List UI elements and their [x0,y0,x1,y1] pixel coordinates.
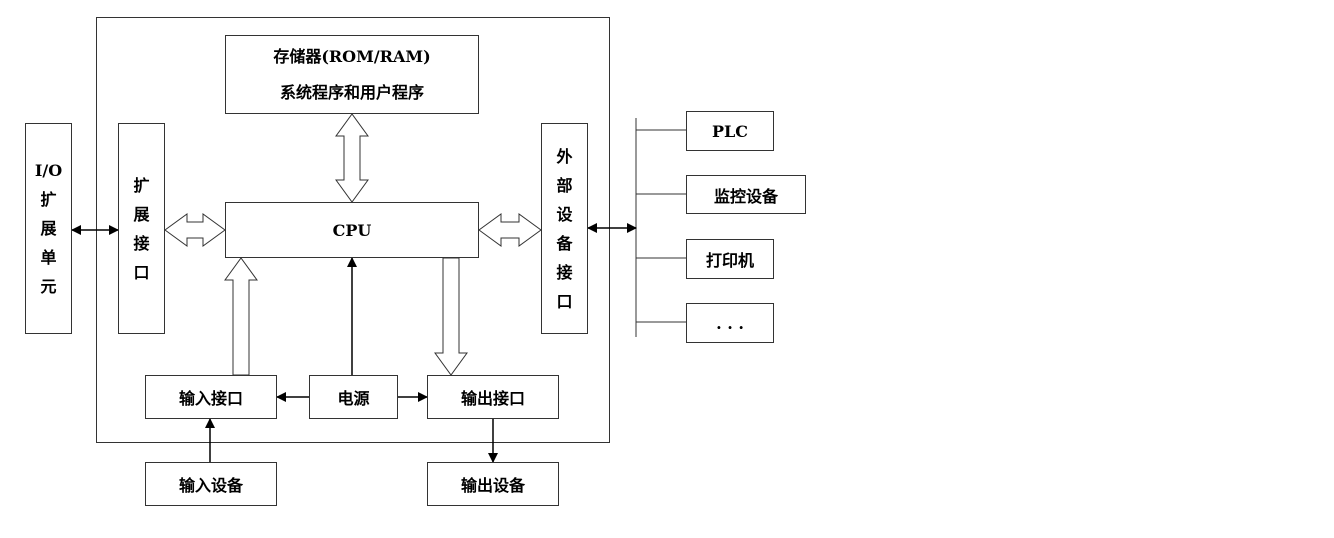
expansion-interface: 扩 展 接 口 [118,123,165,334]
peripheral-monitor: 监控设备 [686,175,806,214]
output-device-box: 输出设备 [427,462,559,506]
peripheral-text: 备 [556,233,573,253]
input-interface-label: 输入接口 [178,389,243,408]
io-unit-text: 展 [40,219,57,238]
peripheral-plc: PLC [686,111,774,151]
peripheral-text: 口 [556,291,573,311]
input-device-label: 输入设备 [178,476,243,495]
cpu-box: CPU [225,202,479,258]
peripheral-label: 监控设备 [713,186,778,206]
io-unit-text: 单 [40,248,57,267]
cpu-peripheral-bus-arrow [478,213,542,247]
expansion-text: 口 [133,262,150,282]
io-unit-text: I/O [34,161,63,180]
power-label: 电源 [337,389,370,408]
memory-subtitle: 系统程序和用户程序 [279,82,424,102]
input-device-box: 输入设备 [145,462,277,506]
cpu-to-output-bus-arrow [434,257,468,376]
peripheral-text: 设 [556,204,573,224]
expansion-text: 展 [133,204,150,224]
expansion-cpu-bus-arrow [164,213,226,247]
output-interface-box: 输出接口 [427,375,559,419]
peripheral-text: 外 [556,146,573,166]
expansion-text: 接 [133,233,150,253]
peripheral-printer: 打印机 [686,239,774,279]
signal-arrows [71,223,637,463]
io-unit-text: 元 [40,277,57,296]
input-to-cpu-bus-arrow [224,257,258,376]
peripheral-label: PLC [711,121,748,141]
cpu-label: CPU [332,220,372,240]
peripheral-text: 部 [556,175,573,195]
memory-cpu-bus-arrow [335,113,369,203]
bus-arrows [164,113,542,376]
peripheral-label: . . . [716,313,744,333]
peripheral-label: 打印机 [705,251,754,270]
memory-box: 存储器(ROM/RAM) 系统程序和用户程序 [225,35,479,114]
memory-title: 存储器(ROM/RAM) [273,46,431,66]
io-expansion-unit: I/O 扩 展 单 元 [25,123,72,334]
peripheral-more: . . . [686,303,774,343]
io-unit-text: 扩 [40,190,57,209]
power-box: 电源 [309,375,398,419]
output-device-label: 输出设备 [460,476,525,495]
output-interface-label: 输出接口 [460,389,525,408]
expansion-text: 扩 [133,175,150,195]
peripheral-interface: 外 部 设 备 接 口 [541,123,588,334]
bus-branches [636,129,686,323]
input-interface-box: 输入接口 [145,375,277,419]
peripheral-text: 接 [556,262,573,282]
